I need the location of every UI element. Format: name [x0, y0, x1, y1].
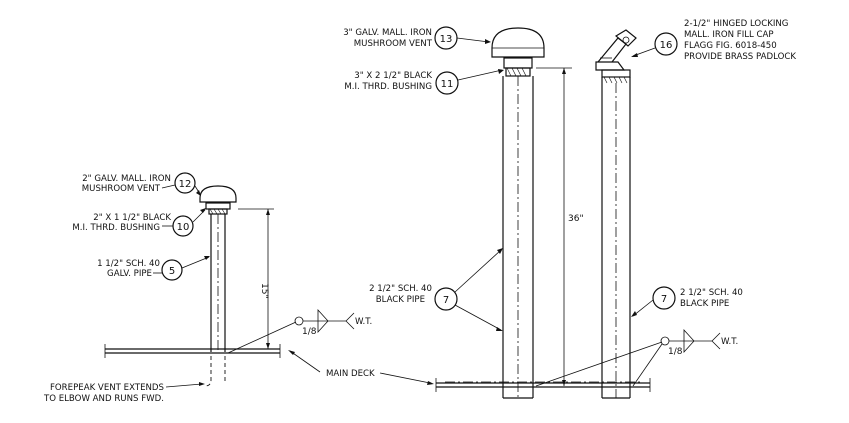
callout-5: [161, 259, 183, 281]
bushing-2in-hatch: [209, 208, 226, 215]
weld-all-around-right: [660, 336, 670, 346]
callout-10-number: 10: [177, 222, 190, 233]
mushroom-vent-2in: [199, 185, 237, 203]
label-pipe25-right-line2: BLACK PIPE: [680, 299, 729, 309]
weld-note-right: W.T.: [721, 337, 738, 347]
label-cap-line1: 2-1/2" HINGED LOCKING: [684, 19, 788, 29]
label-cap-line4: PROVIDE BRASS PADLOCK: [684, 52, 796, 62]
weld-fillet-symbol-left: [317, 308, 329, 322]
dimension-15in: 15": [259, 283, 269, 299]
weld-size-right: 1/8: [668, 347, 683, 357]
label-pipe25-left-line1: 2 1/2" SCH. 40: [369, 284, 432, 294]
label-bush2-line1: 2" x 1 1/2" BLACK: [93, 213, 171, 223]
label-pipe15-line1: 1 1/2" SCH. 40: [97, 259, 160, 269]
label-pipe25-left-line2: BLACK PIPE: [376, 295, 425, 305]
bushing-2in: [205, 202, 231, 210]
weld-size-left: 1/8: [302, 327, 317, 337]
fill-cap-collar: [601, 69, 631, 78]
label-vent3-line2: MUSHROOM VENT: [354, 39, 433, 49]
center-vent-assembly: 36" 3" GALV. MALL. IRON MUSHROOM VENT 13…: [288, 26, 651, 399]
callout-7-left-number: 7: [443, 295, 449, 306]
callout-12-number: 12: [179, 179, 192, 190]
fill-pipe-assembly: 16 2-1/2" HINGED LOCKING MALL. IRON FILL…: [535, 19, 796, 399]
callout-5-number: 5: [169, 266, 175, 277]
label-pipe15-line2: GALV. PIPE: [107, 269, 152, 279]
label-vent2-line2: MUSHROOM VENT: [82, 184, 161, 194]
callout-13-number: 13: [440, 34, 453, 45]
callout-11-number: 11: [441, 79, 454, 90]
callout-16-number: 16: [660, 40, 673, 51]
weld-all-around-left: [294, 316, 304, 326]
bushing-3in: [503, 57, 533, 69]
label-cap-line3: FLAGG FIG. 6018-450: [684, 41, 777, 51]
callout-12: [174, 172, 196, 194]
hinged-locking-fill-cap: [595, 29, 637, 71]
pipe-15-below-deck: [204, 356, 212, 387]
label-bush3-line1: 3" x 2 1/2" BLACK: [354, 71, 432, 81]
label-forepeak-line1: FOREPEAK VENT EXTENDS: [50, 383, 164, 393]
left-vent-assembly: 15" 2" GALV. MALL. IRON MUSHROOM VENT 12…: [43, 172, 372, 404]
weld-note-left: W.T.: [355, 317, 372, 327]
callout-10: [172, 215, 194, 237]
callout-7-left: [434, 287, 458, 311]
label-bush2-line2: M.I. THRD. BUSHING: [72, 223, 160, 233]
label-cap-line2: MALL. IRON FILL CAP: [684, 30, 774, 40]
mushroom-vent-3in: [491, 27, 545, 58]
label-bush3-line2: M.I. THRD. BUSHING: [344, 82, 432, 92]
label-main-deck: MAIN DECK: [326, 369, 375, 379]
callout-11: [435, 71, 459, 95]
callout-7-right-number: 7: [661, 294, 667, 305]
bushing-3in-lower: [505, 67, 531, 77]
label-vent3-line1: 3" GALV. MALL. IRON: [343, 28, 432, 38]
label-forepeak-line2: TO ELBOW AND RUNS FWD.: [43, 394, 164, 404]
callout-16: [654, 32, 678, 56]
label-pipe25-right-line1: 2 1/2" SCH. 40: [680, 288, 743, 298]
dimension-36in: 36": [568, 214, 584, 224]
label-vent2-line1: 2" GALV. MALL. IRON: [82, 174, 171, 184]
weld-fillet-symbol-right: [683, 328, 695, 342]
callout-7-right: [652, 286, 676, 310]
